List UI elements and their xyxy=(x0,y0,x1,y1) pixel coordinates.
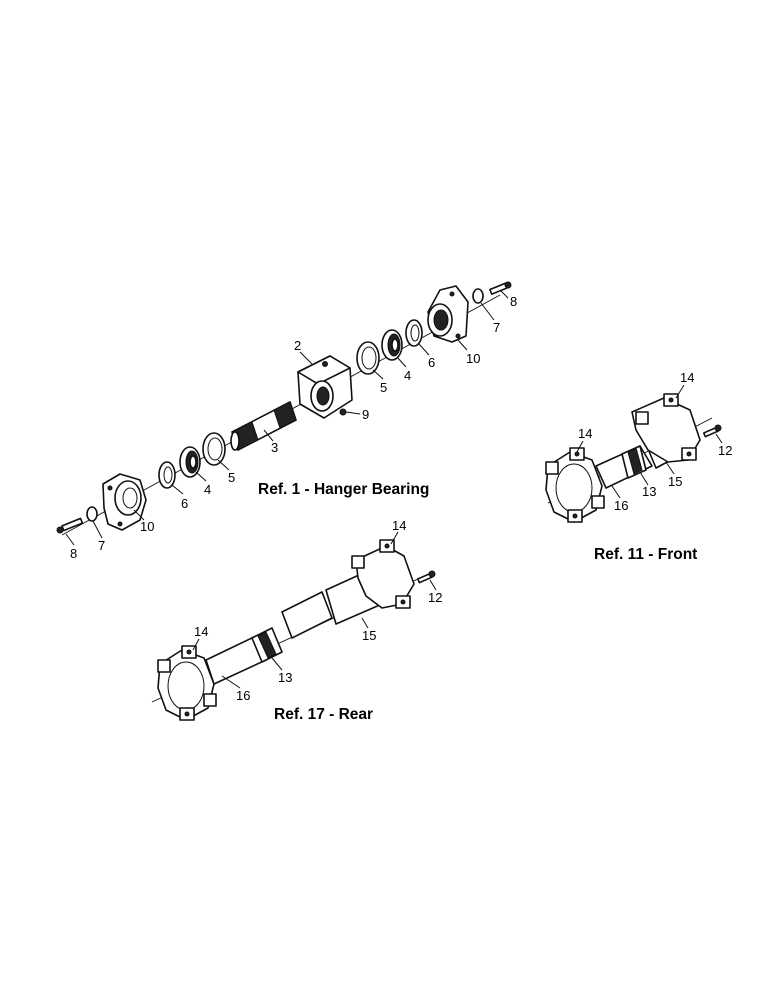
caption-rear: Ref. 17 - Rear xyxy=(274,706,373,723)
callout-16-rear: 16 xyxy=(236,688,250,703)
callout-13-front: 13 xyxy=(642,484,656,499)
hanger-housing-2 xyxy=(297,355,353,419)
callout-4-left: 4 xyxy=(204,482,211,497)
caption-hanger-bearing: Ref. 1 - Hanger Bearing xyxy=(258,481,429,498)
splined-shaft-3 xyxy=(230,401,297,451)
callout-2: 2 xyxy=(294,338,301,353)
callout-14-front-right: 14 xyxy=(680,370,694,385)
rear-bolt-12 xyxy=(416,570,436,584)
callout-12-front: 12 xyxy=(718,443,732,458)
callout-5-left: 5 xyxy=(228,470,235,485)
callout-10-left: 10 xyxy=(140,519,154,534)
callout-8-right: 8 xyxy=(510,294,517,309)
callout-15-rear: 15 xyxy=(362,628,376,643)
callout-6-left: 6 xyxy=(181,496,188,511)
callout-4-right: 4 xyxy=(404,368,411,383)
callout-8-left: 8 xyxy=(70,546,77,561)
front-bolt-12 xyxy=(702,424,722,438)
bearing-cone-4-left xyxy=(179,446,201,478)
callout-14-rear-right: 14 xyxy=(392,518,406,533)
bolt-8-left xyxy=(56,517,84,534)
rear-u-joint-yoke-left xyxy=(157,645,217,721)
callout-16-front: 16 xyxy=(614,498,628,513)
front-driveshaft-assembly: 14 14 15 13 16 12 Ref. 11 - Front xyxy=(545,370,732,563)
callout-14-front-left: 14 xyxy=(578,426,592,441)
caption-front: Ref. 11 - Front xyxy=(594,546,697,563)
front-u-joint-yoke-left xyxy=(545,447,605,523)
callout-12-rear: 12 xyxy=(428,590,442,605)
rear-driveshaft-assembly: 14 14 15 13 16 12 Ref. 17 - Rear xyxy=(151,518,442,723)
flange-yoke-10-left xyxy=(102,473,147,531)
bolt-8-right xyxy=(489,281,512,295)
callout-9: 9 xyxy=(362,407,369,422)
seal-6-right xyxy=(405,319,423,347)
bearing-cone-4-right xyxy=(381,329,403,361)
hanger-bearing-assembly: 2 3 4 4 5 5 6 6 7 7 8 8 9 10 10 Ref. 1 -… xyxy=(56,281,517,561)
washer-7-right xyxy=(472,288,484,304)
rear-u-joint-yoke-right xyxy=(351,539,415,609)
flange-yoke-10-right xyxy=(427,285,469,343)
callout-5-right: 5 xyxy=(380,380,387,395)
callout-14-rear-left: 14 xyxy=(194,624,208,639)
grease-fitting-9 xyxy=(339,408,347,416)
callout-13-rear: 13 xyxy=(278,670,292,685)
callout-7-left: 7 xyxy=(98,538,105,553)
callout-7-right: 7 xyxy=(493,320,500,335)
seal-6-left xyxy=(158,461,176,489)
callout-15-front: 15 xyxy=(668,474,682,489)
washer-7-left xyxy=(86,506,98,522)
front-u-joint-yoke-right xyxy=(631,393,701,463)
callout-10-right: 10 xyxy=(466,351,480,366)
callout-6-right: 6 xyxy=(428,355,435,370)
callout-3: 3 xyxy=(271,440,278,455)
